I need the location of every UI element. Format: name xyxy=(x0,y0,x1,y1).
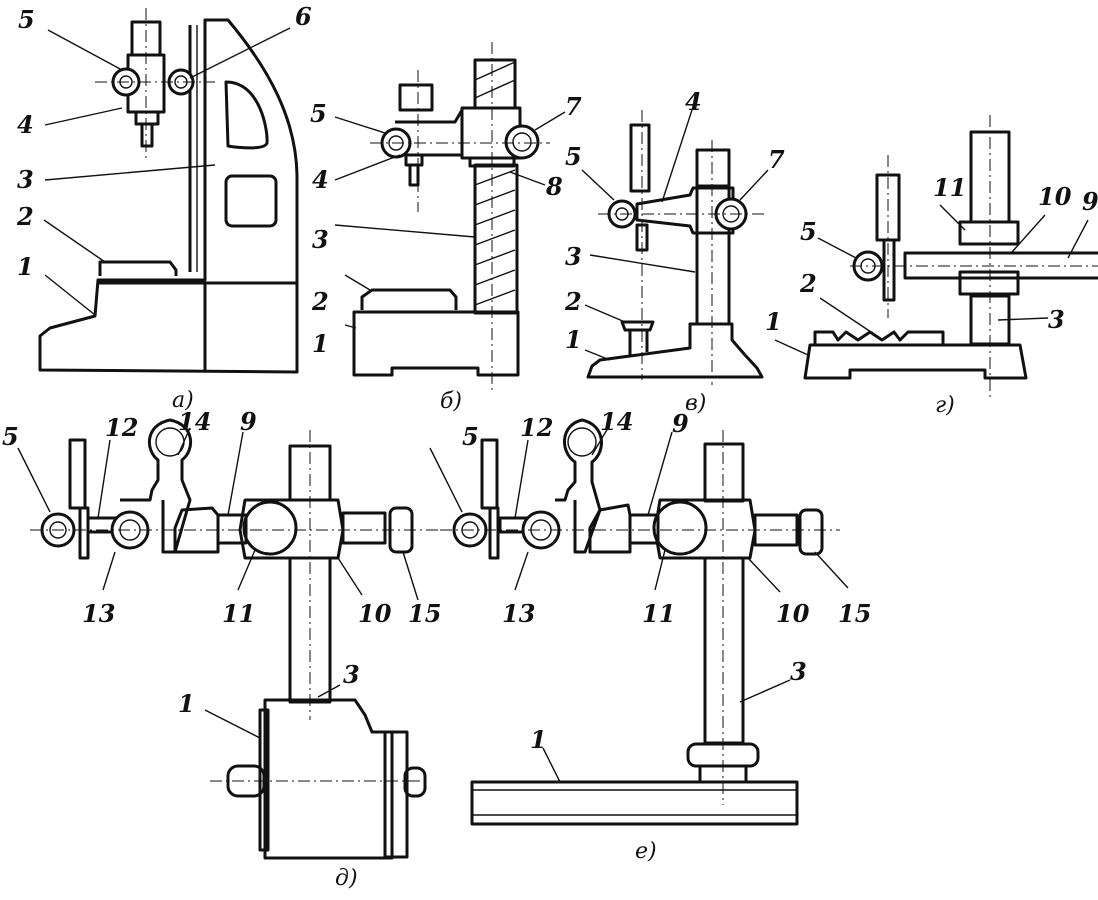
screw-top xyxy=(473,58,517,110)
table-b xyxy=(360,288,458,310)
base-e xyxy=(470,780,799,826)
label: 1 xyxy=(565,325,582,354)
clamp-14-d xyxy=(120,418,193,554)
base-v xyxy=(586,322,764,379)
label: 10 xyxy=(358,599,392,628)
label: 15 xyxy=(408,599,441,628)
label: 11 xyxy=(642,599,675,628)
label: 5 xyxy=(800,217,817,246)
label: 12 xyxy=(105,413,138,442)
label: 3 xyxy=(790,657,807,686)
base-d xyxy=(263,698,394,860)
label: 14 xyxy=(178,407,211,436)
label: 5 xyxy=(462,422,479,451)
label: 3 xyxy=(312,225,329,254)
label: 9 xyxy=(672,409,689,438)
label: 1 xyxy=(312,329,329,358)
column-v xyxy=(695,184,731,326)
label: 14 xyxy=(600,407,633,436)
holder-e xyxy=(588,503,632,554)
arm-b xyxy=(395,108,464,157)
label: 11 xyxy=(222,599,255,628)
label: 1 xyxy=(530,725,547,754)
indicator-d xyxy=(68,438,87,510)
label: 3 xyxy=(343,660,360,689)
panel-caption: а) xyxy=(172,388,194,413)
label: 3 xyxy=(565,242,582,271)
panel-g: 11 10 9 5 2 1 3 г) xyxy=(765,115,1098,418)
label: 4 xyxy=(685,87,702,116)
label: 9 xyxy=(1082,187,1098,216)
label: 5 xyxy=(18,5,35,34)
label: 15 xyxy=(838,599,871,628)
vee-table-g xyxy=(813,330,945,345)
panel-b: 5 7 4 8 3 2 1 б) xyxy=(310,42,582,414)
holder-d xyxy=(173,506,220,554)
indicator-e xyxy=(480,438,499,510)
label: 8 xyxy=(545,172,563,201)
label: 10 xyxy=(1038,182,1072,211)
label: 2 xyxy=(16,202,34,231)
label: 11 xyxy=(933,173,966,202)
panel-caption: е) xyxy=(635,839,657,864)
label: 2 xyxy=(311,287,329,316)
label: 7 xyxy=(768,145,785,174)
label: 9 xyxy=(240,407,257,436)
indicator-v xyxy=(629,123,651,193)
window-upper xyxy=(224,80,269,150)
stand-a-body xyxy=(38,18,299,374)
panel-a: 5 6 4 3 2 1 а) xyxy=(16,2,312,413)
label: 7 xyxy=(565,92,582,121)
window-lower xyxy=(224,174,278,228)
label: 4 xyxy=(17,110,34,139)
label: 6 xyxy=(295,2,312,31)
label: 5 xyxy=(2,422,19,451)
label: 5 xyxy=(310,99,327,128)
label: 1 xyxy=(765,307,782,336)
label: 2 xyxy=(799,269,817,298)
knob-15-e xyxy=(798,508,824,556)
column-e xyxy=(703,556,745,745)
label: 10 xyxy=(776,599,810,628)
label: 2 xyxy=(564,287,582,316)
panel-e: 5 12 14 9 13 11 10 15 3 1 е) xyxy=(429,407,871,864)
label: 13 xyxy=(502,599,535,628)
panel-v: 5 4 7 3 2 1 в) xyxy=(564,87,785,416)
base-g xyxy=(803,343,1028,380)
label: 13 xyxy=(82,599,115,628)
screw-column xyxy=(473,163,519,315)
label: 1 xyxy=(178,689,195,718)
base-b xyxy=(352,310,520,377)
clamp-14-e xyxy=(555,418,603,554)
label: 3 xyxy=(17,165,34,194)
panel-caption: д) xyxy=(335,866,358,891)
panel-caption: в) xyxy=(685,391,706,416)
label: 1 xyxy=(17,252,34,281)
panel-d: 5 12 14 9 13 11 10 15 3 1 д) xyxy=(2,407,445,891)
table-a xyxy=(98,260,178,276)
label: 12 xyxy=(520,413,553,442)
label: 4 xyxy=(312,165,329,194)
label: 5 xyxy=(565,142,582,171)
label: 3 xyxy=(1048,305,1065,334)
table-v xyxy=(620,320,655,355)
panel-caption: г) xyxy=(935,393,955,418)
column-e-top xyxy=(703,442,745,503)
arm-v xyxy=(635,186,735,235)
panel-caption: б) xyxy=(440,389,462,414)
